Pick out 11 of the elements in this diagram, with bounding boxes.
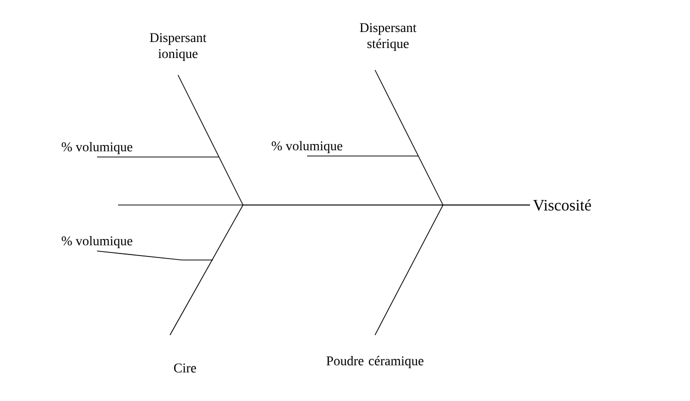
leader-line bbox=[96, 156, 220, 158]
cause-label: Dispersant stérique bbox=[360, 23, 416, 51]
cause-label: % volumique bbox=[272, 140, 342, 154]
cause-label: Dispersant ionique bbox=[150, 33, 206, 61]
leader-line bbox=[96, 250, 214, 260]
cause-label: Poudre céramique bbox=[326, 356, 424, 368]
cause-label: % volumique bbox=[62, 142, 132, 154]
bone-line bbox=[374, 204, 530, 336]
effect-label: Viscosité bbox=[533, 199, 591, 211]
cause-label: % volumique bbox=[62, 236, 132, 248]
cause-label: Cire bbox=[174, 364, 196, 372]
